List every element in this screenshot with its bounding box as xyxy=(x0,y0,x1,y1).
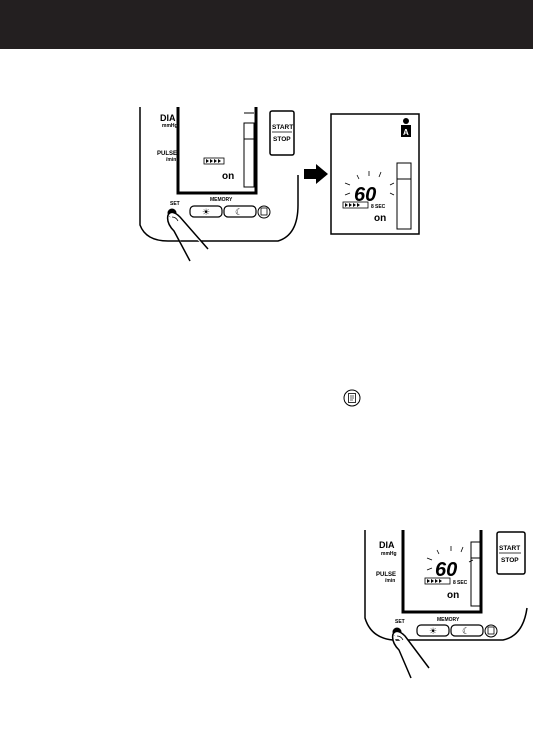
memory-am-button[interactable]: ☀ xyxy=(190,206,222,217)
on-indicator: on xyxy=(374,213,386,224)
moon-icon: ☾ xyxy=(235,207,243,217)
dia-label: DIA xyxy=(379,540,395,550)
memo-button[interactable] xyxy=(258,206,270,218)
svg-text:A: A xyxy=(403,128,409,137)
finger-press-icon xyxy=(168,212,208,261)
dia-unit: mmHg xyxy=(381,551,397,557)
arrow-right-icon xyxy=(303,163,329,185)
memory-label: MEMORY xyxy=(437,617,460,623)
sec-label: SEC xyxy=(457,580,468,586)
set-label: SET xyxy=(170,201,180,207)
pulse-unit: /min xyxy=(166,157,176,163)
dia-unit: mmHg xyxy=(162,123,178,129)
memo-icon xyxy=(343,389,361,407)
sun-icon: ☀ xyxy=(429,626,437,636)
memory-am-button[interactable]: ☀ xyxy=(417,625,449,636)
on-indicator: on xyxy=(222,171,234,182)
sun-icon: ☀ xyxy=(202,207,210,217)
memory-pm-button[interactable]: ☾ xyxy=(451,625,483,636)
svg-text:8: 8 xyxy=(371,204,374,210)
start-label: START xyxy=(499,545,520,552)
moon-icon: ☾ xyxy=(462,626,470,636)
pulse-value: 60 xyxy=(354,184,376,206)
stop-label: STOP xyxy=(273,136,291,143)
device-illustration-bottom: DIA mmHg PULSE /min 60 8 SEC on START ST… xyxy=(363,528,533,688)
dia-label: DIA xyxy=(160,113,176,123)
sec-label: SEC xyxy=(375,204,386,210)
svg-text:8: 8 xyxy=(453,580,456,586)
device-illustration-top: DIA mmHg PULSE /min on START STOP SET ME… xyxy=(138,105,308,265)
pulse-unit: /min xyxy=(385,578,395,584)
header-bar xyxy=(0,0,533,49)
start-stop-button[interactable]: START STOP xyxy=(270,111,294,155)
finger-press-icon xyxy=(393,631,429,678)
start-stop-button[interactable]: START STOP xyxy=(497,532,525,574)
start-label: START xyxy=(272,124,293,131)
display-panel-top: A 60 8 SEC on xyxy=(330,113,420,235)
set-label: SET xyxy=(395,619,405,625)
stop-label: STOP xyxy=(501,557,519,564)
memory-label: MEMORY xyxy=(210,197,233,203)
memo-button[interactable] xyxy=(485,625,497,637)
progress-indicator-icon xyxy=(204,158,224,164)
memory-pm-button[interactable]: ☾ xyxy=(224,206,256,217)
on-indicator: on xyxy=(447,590,459,601)
